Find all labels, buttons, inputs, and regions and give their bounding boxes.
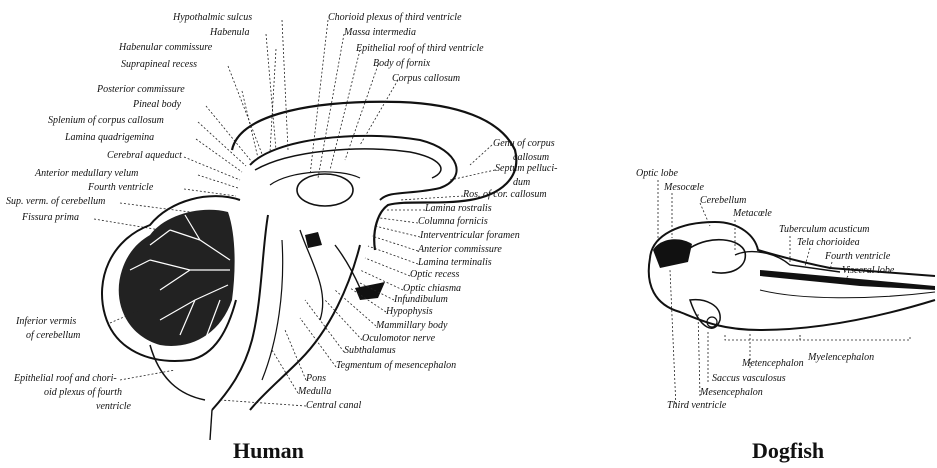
label-habenula: Habenula <box>209 27 249 38</box>
label-saccus-vasculosus: Saccus vasculosus <box>712 373 786 384</box>
label-hypophysis: Hypophysis <box>385 306 433 317</box>
label-medulla: Medulla <box>297 386 331 397</box>
label-epithelial-roof-4-3: ventricle <box>96 401 132 412</box>
dogfish-brain-drawing <box>649 222 935 330</box>
dogfish-labels: Optic lobe Mesocœle Cerebellum Metacœle … <box>636 168 895 463</box>
label-epithelial-roof-4-2: oid plexus of fourth <box>44 387 122 398</box>
label-epithelial-roof-3: Epithelial roof of third ventricle <box>355 43 484 54</box>
label-mesencephalon: Mesencephalon <box>699 387 763 398</box>
massa-intermedia-shape <box>297 174 353 206</box>
label-mesocoele: Mesocœle <box>663 182 705 193</box>
optic-lobe-shape <box>653 239 692 268</box>
label-genu-2: callosum <box>513 152 549 163</box>
label-massa-intermedia: Massa intermedia <box>343 27 416 38</box>
label-subthalamus: Subthalamus <box>344 345 396 356</box>
label-third-ventricle: Third ventricle <box>667 400 727 411</box>
label-sup-verm: Sup. verm. of cerebellum <box>6 196 105 207</box>
label-fourth-ventricle: Fourth ventricle <box>87 182 154 193</box>
label-fourth-ventricle-dogfish: Fourth ventricle <box>824 251 891 262</box>
label-body-of-fornix: Body of fornix <box>373 58 431 69</box>
label-cerebral-aqueduct: Cerebral aqueduct <box>107 150 182 161</box>
label-septum-2: dum <box>513 177 530 188</box>
label-myelencephalon: Myelencephalon <box>807 352 874 363</box>
label-metencephalon: Metencephalon <box>741 358 804 369</box>
label-genu-1: Genu of corpus <box>493 138 555 149</box>
label-optic-chiasma: Optic chiasma <box>403 283 461 294</box>
cerebellum-shape <box>102 196 240 400</box>
label-posterior-commissure: Posterior commissure <box>96 84 185 95</box>
label-lamina-quadrigemina: Lamina quadrigemina <box>64 132 154 143</box>
caption-dogfish: Dogfish <box>752 438 824 463</box>
label-epithelial-roof-4-1: Epithelial roof and chori- <box>13 373 117 384</box>
human-labels: Hypothalmic sulcus Habenula Habenular co… <box>6 12 557 463</box>
hemisphere-outline <box>232 102 516 250</box>
label-septum-1: Septum pelluci- <box>495 163 557 174</box>
label-optic-recess: Optic recess <box>410 269 459 280</box>
label-central-canal: Central canal <box>306 400 361 411</box>
label-pineal-body: Pineal body <box>132 99 182 110</box>
label-cerebellum: Cerebellum <box>700 195 746 206</box>
caption-human: Human <box>233 438 304 463</box>
label-mammillary-body: Mammillary body <box>375 320 448 331</box>
label-columna-fornicis: Columna fornicis <box>418 216 488 227</box>
label-anterior-commissure: Anterior commissure <box>417 244 502 255</box>
label-habenular-commissure: Habenular commissure <box>118 42 213 53</box>
label-chorioid-plexus: Chorioid plexus of third ventricle <box>328 12 462 23</box>
label-anterior-medullary-velum: Anterior medullary velum <box>34 168 138 179</box>
label-metacoele: Metacœle <box>732 208 772 219</box>
label-lamina-terminalis: Lamina terminalis <box>417 257 492 268</box>
label-suprapineal-recess: Suprapineal recess <box>121 59 197 70</box>
label-tegmentum: Tegmentum of mesencephalon <box>336 360 456 371</box>
label-fissura-prima: Fissura prima <box>21 212 79 223</box>
label-corpus-callosum: Corpus callosum <box>392 73 460 84</box>
label-tela-chorioidea: Tela chorioidea <box>797 237 860 248</box>
hypophysis-shape <box>355 282 385 300</box>
label-optic-lobe: Optic lobe <box>636 168 678 179</box>
label-interventricular-foramen: Interventricular foramen <box>419 230 520 241</box>
label-lamina-rostralis: Lamina rostralis <box>424 203 492 214</box>
label-tuberculum-acusticum: Tuberculum acusticum <box>779 224 869 235</box>
label-pons: Pons <box>305 373 326 384</box>
label-inferior-vermis-2: of cerebellum <box>26 330 80 341</box>
label-oculomotor-nerve: Oculomotor nerve <box>362 333 436 344</box>
label-visceral-lobe: Visceral lobe <box>842 265 895 276</box>
label-ros-cor-callosum: Ros. of cor. callosum <box>462 189 547 200</box>
label-inferior-vermis-1: Inferior vermis <box>15 316 76 327</box>
label-hypothalmic-sulcus: Hypothalmic sulcus <box>172 12 252 23</box>
label-splenium: Splenium of corpus callosum <box>48 115 164 126</box>
label-infundibulum: Infundibulum <box>393 294 448 305</box>
